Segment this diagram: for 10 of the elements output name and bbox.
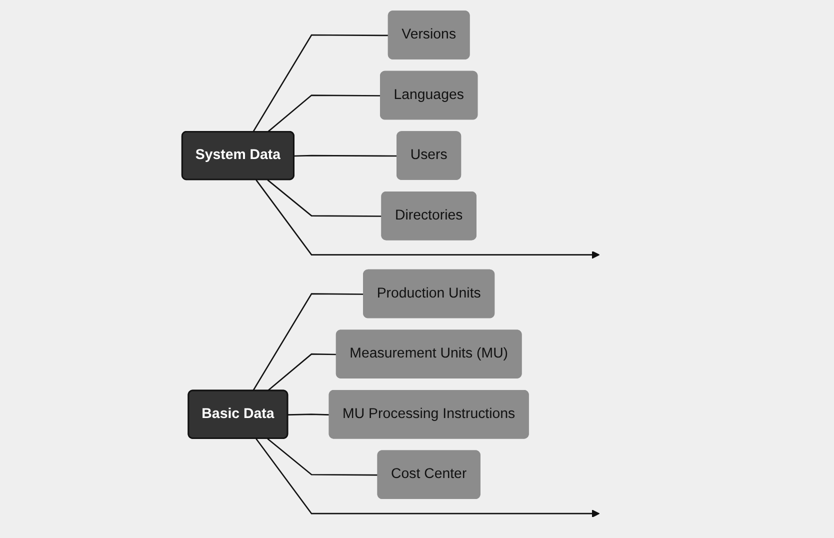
arrow <box>255 180 600 259</box>
connector <box>266 94 381 133</box>
connector <box>266 438 378 476</box>
connector <box>266 179 382 217</box>
connector <box>266 353 337 392</box>
connector <box>288 414 330 416</box>
connector <box>252 293 364 392</box>
connector <box>294 154 398 157</box>
arrow <box>255 438 600 518</box>
connector <box>252 34 388 132</box>
